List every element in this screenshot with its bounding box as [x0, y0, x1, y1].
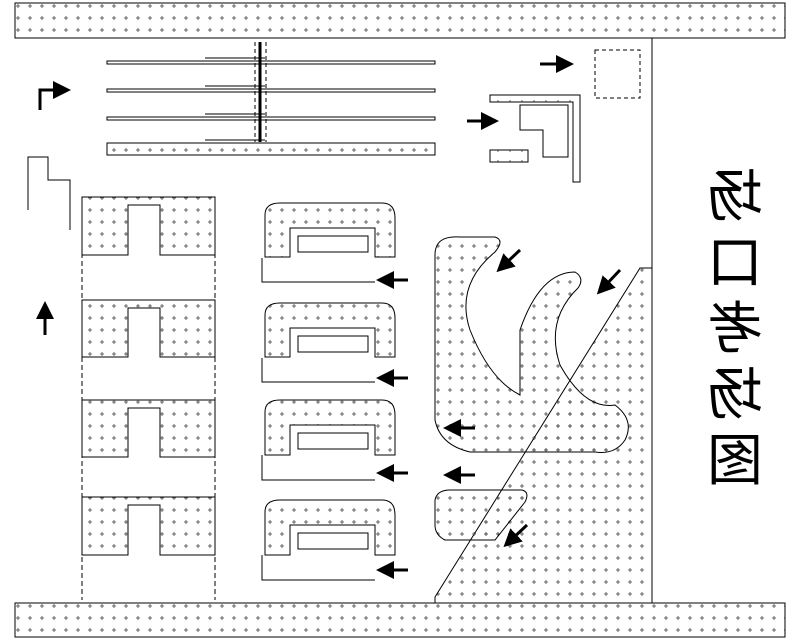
direction-arrows: [36, 55, 622, 579]
title-char: 口: [707, 231, 763, 296]
ramp-base-strip: [106, 142, 436, 156]
title-char: 场: [707, 165, 763, 230]
parking-bays-left: [81, 196, 216, 556]
top-boundary-band: [14, 2, 786, 39]
left-step-outline: [27, 156, 71, 230]
s-curve-left-island: [434, 236, 629, 453]
diag-arrow-icon: [596, 268, 622, 295]
parking-bays-middle: [261, 202, 396, 581]
bottom-small-island: [434, 489, 528, 541]
diag-arrow-icon: [503, 523, 529, 548]
inner-l-shape: [519, 104, 569, 158]
l-shaped-curb: [489, 94, 581, 183]
title-char: 考: [707, 297, 763, 362]
parallel-lanes: [106, 42, 436, 142]
map-title: 场 口 考 场 图: [700, 165, 770, 495]
title-char: 场: [707, 363, 763, 428]
diag-arrow-icon: [496, 248, 522, 273]
title-char: 图: [707, 429, 763, 494]
bottom-boundary-band: [14, 602, 786, 638]
turn-arrow-icon: [38, 81, 71, 110]
dashed-box: [594, 49, 641, 99]
small-curb-block: [489, 149, 529, 163]
